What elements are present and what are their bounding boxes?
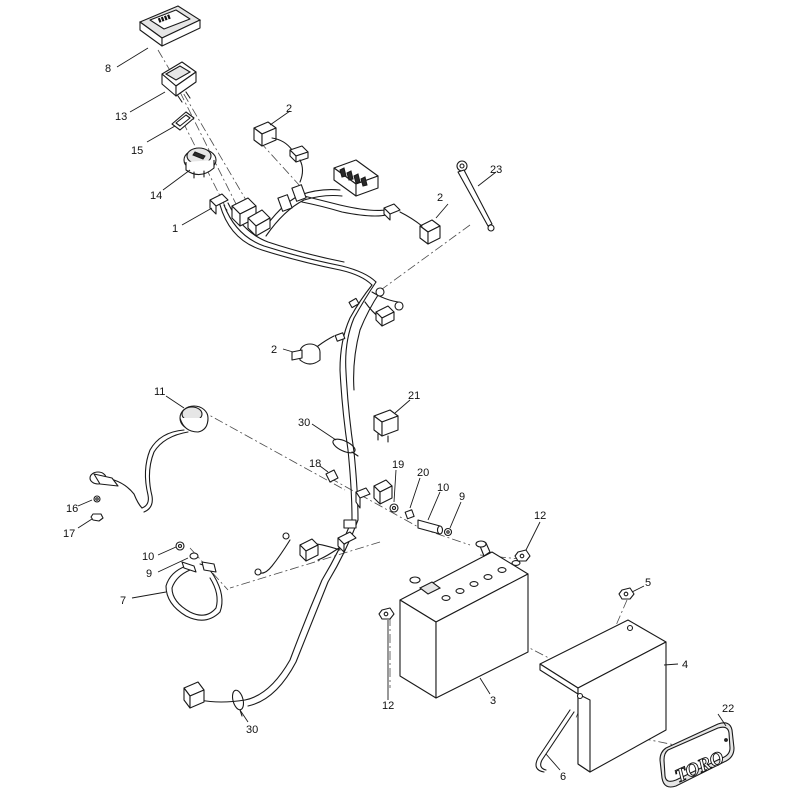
callout-19: 19 [392, 459, 404, 471]
mid-solenoid [291, 335, 335, 365]
callout-20: 20 [417, 467, 429, 479]
callout-12-lower: 12 [382, 700, 394, 712]
small-hardware-16-17 [90, 495, 104, 522]
callout-18: 18 [309, 458, 321, 470]
callout-21: 21 [408, 390, 420, 402]
callout-2-mid: 2 [271, 344, 277, 356]
upper-connector [253, 121, 309, 183]
callout-8: 8 [105, 63, 111, 75]
ignition-switch [183, 147, 217, 179]
callout-11: 11 [154, 386, 165, 398]
callout-30-upper: 30 [298, 417, 310, 429]
callout-2-upper: 2 [286, 103, 292, 115]
callout-4: 4 [682, 659, 688, 671]
relay [373, 409, 399, 443]
battery-cable [165, 541, 223, 621]
svg-text:▮▮▮▮: ▮▮▮▮ [157, 14, 171, 24]
toro-decal: TORO [659, 722, 735, 788]
callout-10-upper: 10 [437, 482, 449, 494]
callout-9-upper: 9 [459, 491, 465, 503]
callout-12-upper: 12 [534, 510, 546, 522]
cable-tie-lower [231, 689, 245, 717]
callout-10-lower: 10 [142, 551, 154, 563]
callout-5: 5 [645, 577, 651, 589]
fuse-block [333, 159, 379, 197]
terminal-nut-right [514, 549, 531, 562]
callout-15: 15 [131, 145, 143, 157]
fuse-holder-part [325, 469, 339, 483]
rocker-switch [161, 61, 197, 103]
callout-2-right: 2 [437, 192, 443, 204]
callout-17: 17 [63, 528, 75, 540]
callout-30-lower: 30 [246, 724, 258, 736]
callout-6: 6 [560, 771, 566, 783]
callout-22: 22 [722, 703, 734, 715]
callout-13: 13 [115, 111, 127, 123]
boot-cable [89, 405, 209, 513]
switch-bezel [171, 111, 195, 131]
callout-9-lower: 9 [146, 568, 152, 580]
right-connector [399, 211, 441, 245]
callout-23: 23 [490, 164, 502, 176]
j-bolt [535, 709, 575, 773]
callout-1: 1 [172, 223, 178, 235]
battery [399, 540, 529, 699]
ground-strap [456, 160, 495, 232]
callout-7: 7 [120, 595, 126, 607]
cable-tie-upper [332, 438, 359, 457]
terminal-nut-left [378, 607, 395, 620]
callout-16: 16 [66, 503, 78, 515]
bracket-nut [618, 587, 635, 600]
callout-14: 14 [150, 190, 162, 202]
terminal-hardware [389, 503, 453, 537]
callout-3: 3 [490, 695, 496, 707]
hour-meter: ▮▮▮▮ [138, 5, 202, 47]
main-wire-harness [183, 184, 404, 709]
battery-bracket [539, 619, 667, 773]
